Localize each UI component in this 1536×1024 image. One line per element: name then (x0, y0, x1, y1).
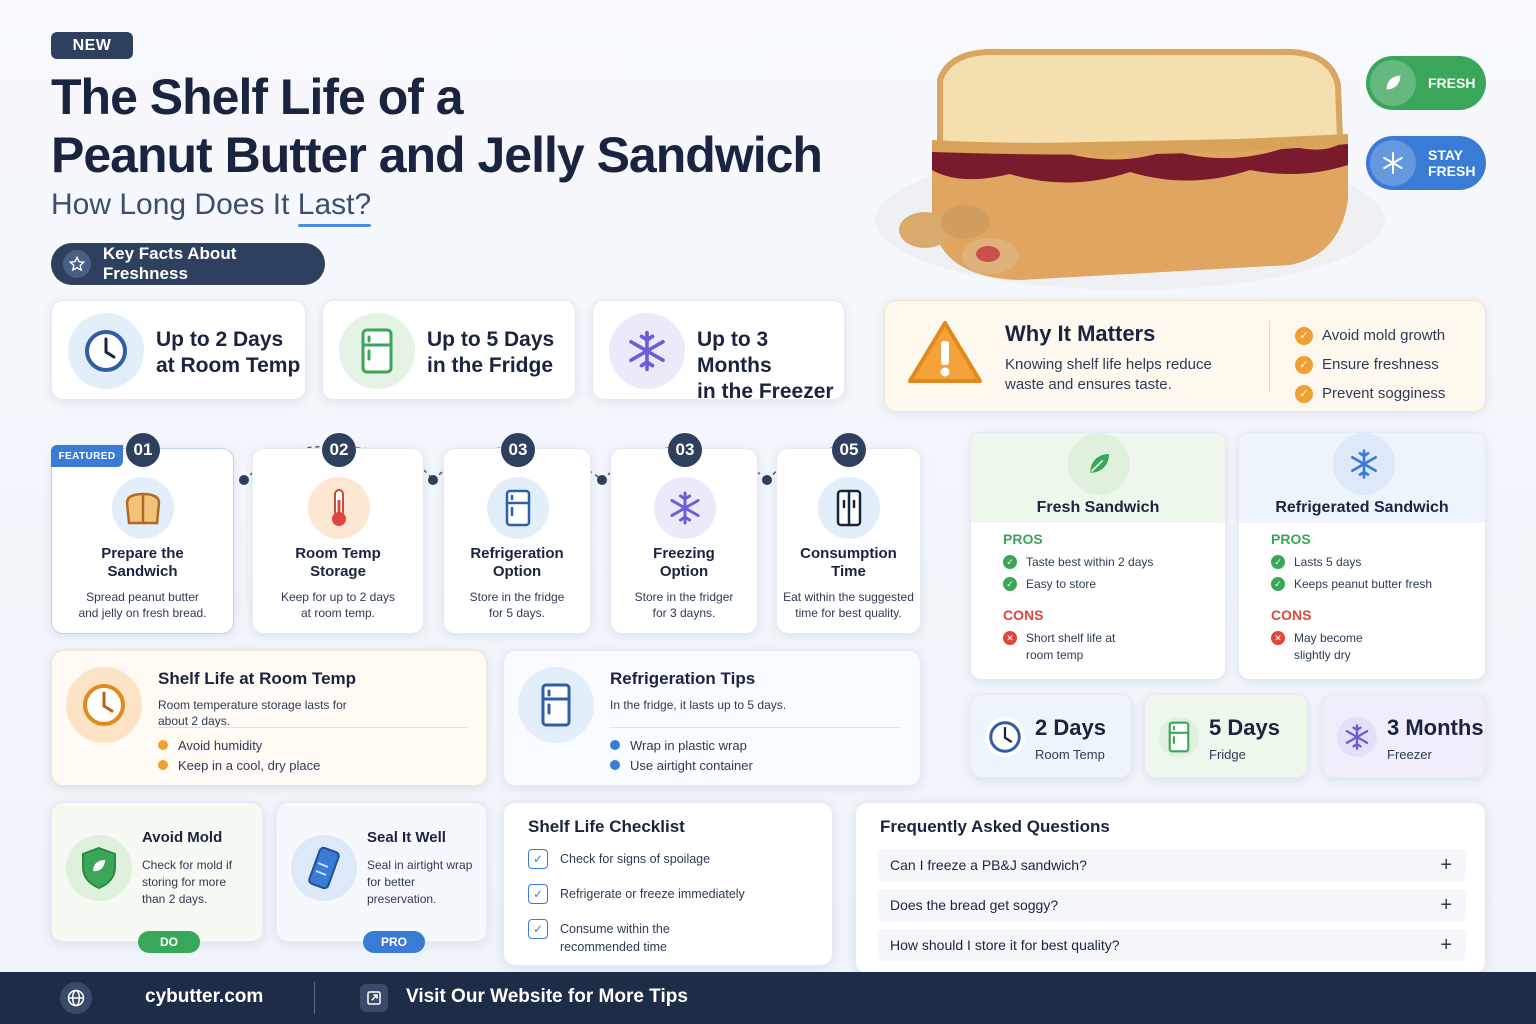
list-item: ✓Ensure freshness (1295, 350, 1445, 379)
checkbox-icon[interactable]: ✓ (528, 919, 548, 939)
warning-icon (908, 321, 982, 383)
page-subtitle: How Long Does It Last? (51, 188, 372, 221)
fresh-tag: FRESH (1366, 56, 1486, 110)
checklist-item[interactable]: ✓Refrigerate or freeze immediately (528, 884, 745, 904)
shelf-life-checklist: Shelf Life Checklist ✓Check for signs of… (503, 802, 833, 966)
fridge-icon (1159, 717, 1199, 757)
faq-question[interactable]: How should I store it for best quality?+ (878, 929, 1466, 961)
star-icon (63, 250, 91, 278)
fresh-sandwich-card: Fresh Sandwich PROS ✓Taste best within 2… (970, 432, 1226, 680)
leaf-icon (1068, 433, 1130, 495)
fridge-icon (818, 477, 880, 539)
featured-badge: FEATURED (51, 445, 123, 467)
footer-bar: cybutter.com Visit Our Website for More … (0, 972, 1536, 1024)
shield-icon (66, 835, 132, 901)
list-item: Wrap in plastic wrap (610, 735, 753, 755)
avoid-mold-card: Avoid Mold Check for mold if storing for… (51, 802, 263, 953)
clock-icon (985, 717, 1025, 757)
checkbox-icon[interactable]: ✓ (528, 849, 548, 869)
clock-icon (68, 313, 144, 389)
summary-freezer: 3 Months Freezer (1322, 694, 1486, 778)
plus-icon[interactable]: + (1440, 853, 1452, 876)
refrigeration-tip-card: Refrigeration Tips In the fridge, it las… (503, 650, 921, 786)
room-temp-tip-card: Shelf Life at Room Temp Room temperature… (51, 650, 487, 786)
divider (158, 727, 468, 728)
why-list: ✓Avoid mold growth ✓Ensure freshness ✓Pr… (1295, 321, 1445, 408)
faq-card: Frequently Asked Questions Can I freeze … (855, 802, 1486, 974)
list-item: Avoid humidity (158, 735, 320, 755)
external-link-icon (360, 984, 388, 1012)
wrap-icon (291, 835, 357, 901)
new-badge: NEW (51, 32, 133, 59)
fridge-tip-list: Wrap in plastic wrap Use airtight contai… (610, 735, 753, 775)
thermometer-icon (308, 477, 370, 539)
key-facts-button[interactable]: Key Facts About Freshness (51, 243, 325, 285)
key-facts-label: Key Facts About Freshness (102, 244, 237, 283)
checkbox-icon[interactable]: ✓ (528, 884, 548, 904)
divider (610, 727, 900, 728)
room-tip-list: Avoid humidity Keep in a cool, dry place (158, 735, 320, 775)
fridge-icon (487, 477, 549, 539)
list-item: Keep in a cool, dry place (158, 755, 320, 775)
check-icon: ✓ (1295, 384, 1313, 403)
snowflake-icon (654, 477, 716, 539)
clock-icon (66, 667, 142, 743)
check-icon: ✓ (1295, 326, 1313, 345)
check-icon: ✓ (1003, 555, 1017, 569)
check-icon: ✓ (1003, 577, 1017, 591)
x-icon: ✕ (1003, 631, 1017, 645)
fridge-icon (518, 667, 594, 743)
sandwich-illustration (875, 48, 1385, 290)
snowflake-icon (1370, 140, 1416, 186)
peanut-icon (899, 205, 1018, 274)
do-badge: DO (138, 931, 200, 953)
divider (314, 982, 315, 1014)
x-icon: ✕ (1271, 631, 1285, 645)
globe-icon (60, 982, 92, 1014)
refrigerated-sandwich-card: Refrigerated Sandwich PROS ✓Lasts 5 days… (1238, 432, 1486, 680)
snowflake-icon (1337, 717, 1377, 757)
divider (1269, 321, 1270, 393)
snowflake-icon (609, 313, 685, 389)
check-icon: ✓ (1271, 555, 1285, 569)
pro-item: ✓Taste best within 2 days (1003, 554, 1153, 571)
list-item: Use airtight container (610, 755, 753, 775)
page-title: The Shelf Life of a Peanut Butter and Je… (51, 69, 823, 183)
summary-room-temp: 2 Days Room Temp (970, 694, 1132, 778)
check-icon: ✓ (1271, 577, 1285, 591)
why-it-matters-card: Why It Matters Knowing shelf life helps … (884, 300, 1486, 412)
checklist-item[interactable]: ✓Check for signs of spoilage (528, 849, 710, 869)
faq-question[interactable]: Does the bread get soggy?+ (878, 889, 1466, 921)
plus-icon[interactable]: + (1440, 893, 1452, 916)
visit-website-link[interactable]: Visit Our Website for More Tips (406, 986, 688, 1007)
list-item: ✓Prevent sogginess (1295, 379, 1445, 408)
list-item: ✓Avoid mold growth (1295, 321, 1445, 350)
website-link[interactable]: cybutter.com (145, 986, 264, 1007)
snowflake-icon (1333, 433, 1395, 495)
bread-icon (112, 477, 174, 539)
seal-it-well-card: Seal It Well Seal in airtight wrap for b… (276, 802, 487, 953)
pro-item: ✓Keeps peanut butter fresh (1271, 576, 1432, 593)
fridge-icon (339, 313, 415, 389)
pro-item: ✓Lasts 5 days (1271, 554, 1361, 571)
pro-item: ✓Easy to store (1003, 576, 1096, 593)
pro-badge: PRO (363, 931, 425, 953)
faq-question[interactable]: Can I freeze a PB&J sandwich?+ (878, 849, 1466, 881)
leaf-icon (1370, 60, 1416, 106)
check-icon: ✓ (1295, 355, 1313, 374)
plus-icon[interactable]: + (1440, 933, 1452, 956)
summary-fridge: 5 Days Fridge (1144, 694, 1308, 778)
